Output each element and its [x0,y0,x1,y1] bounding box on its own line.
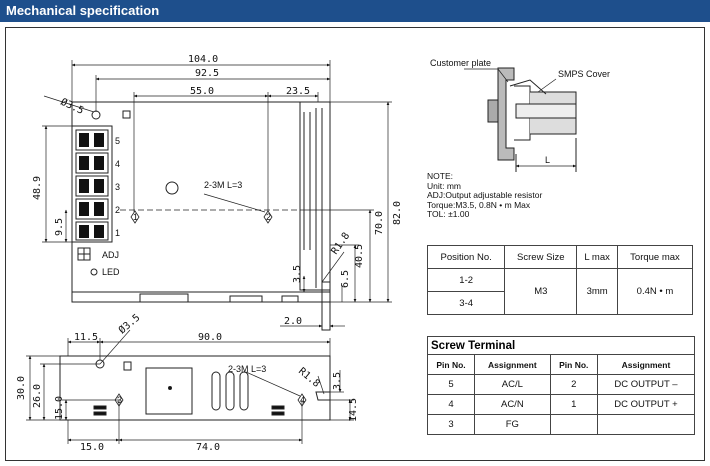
note-block: NOTE: Unit: mm ADJ:Output adjustable res… [427,171,543,220]
assignment-cell: DC OUTPUT – [596,374,694,395]
pin-cell: 3 [428,414,476,434]
note-line: ADJ:Output adjustable resistor [427,190,543,200]
dim-90: 90.0 [198,332,222,343]
screw-terminal-table: Pin No. Assignment Pin No. Assignment 5 … [428,355,694,434]
screw-size-cell: M3 [504,268,578,315]
smps-cover-label: SMPS Cover [558,69,610,79]
note-title: NOTE: [427,171,453,181]
side-view [59,355,331,421]
terminal-number-4: 4 [115,159,120,169]
dim-2-0: 2.0 [284,316,302,327]
pin-cell [549,414,598,434]
dim-r1-8: R1.8 [329,231,352,257]
dim-104: 104.0 [188,54,218,65]
pin-cell: 2 [549,374,598,395]
dim-6-5: 6.5 [340,270,351,288]
marker-1: 1 [133,212,138,222]
l-max-cell: 3mm [576,268,618,315]
screw-note-bottom: 2-3M L=3 [228,364,266,374]
table-header: Position No. [426,245,506,269]
assignment-cell [596,414,694,434]
dim-14-5: 14.5 [348,398,359,422]
pin-cell: 5 [428,374,476,395]
customer-plate-label: Customer plate [430,58,491,68]
table-row: 3 FG [428,414,694,434]
l-label: L [545,155,550,165]
position-cell: 3-4 [426,291,506,315]
table-header: Pin No. [549,355,598,375]
dim-11-5: 11.5 [74,332,98,343]
side-view-dimensions: 11.5 Ø3.5 90.0 30.0 26.0 15.0 15.0 74.0 … [16,312,359,453]
marker-4: 4 [300,395,305,405]
dim-r1-8-b: R1.8 [296,366,322,390]
screw-terminal-title: Screw Terminal [428,337,694,355]
terminal-number-1: 1 [115,228,120,238]
dim-92-5: 92.5 [195,68,219,79]
table-header: Pin No. [428,355,476,375]
dim-15-h: 15.0 [80,442,104,453]
table-header: Assignment [474,355,551,375]
note-line: TOL: ±1.00 [427,209,470,219]
screw-note-top: 2-3M L=3 [204,180,242,190]
dim-30: 30.0 [16,376,27,400]
dim-40-5: 40.5 [354,244,365,268]
dim-26: 26.0 [32,384,43,408]
assignment-cell: AC/N [474,394,551,415]
note-line: Torque:M3.5, 0.8N • m Max [427,199,531,210]
pin-cell: 1 [549,394,598,415]
terminal-block [71,125,113,243]
led-label: LED [102,267,120,277]
assignment-cell: AC/L [474,374,551,395]
pin-cell: 4 [428,394,476,415]
table-header: Screw Size [504,245,578,269]
section-header: Mechanical specification [0,0,710,22]
assignment-cell: DC OUTPUT + [596,394,694,415]
terminal-number-5: 5 [115,136,120,146]
dim-74: 74.0 [196,442,220,453]
table-header-row: Position No. Screw Size L max Torque max [426,245,694,269]
screw-terminal-panel: Screw Terminal Pin No. Assignment Pin No… [427,336,695,435]
dim-23-5: 23.5 [286,86,310,97]
table-row: 1-2 M3 3mm 0.4N • m [426,268,694,315]
position-table: Position No. Screw Size L max Torque max… [426,245,694,315]
dim-hole-3-5-b: Ø3.5 [116,312,142,337]
position-cell: 1-2 [426,268,506,292]
led-indicator [90,268,98,276]
table-header: Torque max [616,245,694,269]
table-header: L max [576,245,618,269]
screw-detail-labels: Customer plate SMPS Cover L [430,58,610,165]
assignment-cell: FG [474,414,551,434]
dim-82: 82.0 [392,201,403,225]
top-view-dimensions: 104.0 92.5 55.0 23.5 Ø3.5 48.9 9.5 82.0 … [32,54,403,327]
marker-2: 2 [266,212,271,222]
section-title: Mechanical specification [6,3,160,18]
torque-cell: 0.4N • m [616,268,694,315]
note-line: Unit: mm [427,180,461,191]
table-header: Assignment [596,355,694,375]
table-row: 3-4 [426,291,693,315]
table-header-row: Pin No. Assignment Pin No. Assignment [428,355,694,375]
mount-hole [91,110,101,120]
dim-70: 70.0 [374,211,385,235]
side-view-body [59,355,331,421]
dim-3-5-b: 3.5 [332,372,343,390]
dim-48-9: 48.9 [32,176,43,200]
screw-detail [464,67,577,172]
drawing-frame [5,27,705,461]
dim-15-v: 15.0 [54,396,65,420]
table-row: 4 AC/N 1 DC OUTPUT + [428,394,694,415]
table-row: 5 AC/L 2 DC OUTPUT – [428,374,694,395]
marker-3: 3 [117,395,122,405]
dim-3-5-side: 3.5 [292,265,303,283]
top-view [71,101,331,331]
dim-9-5: 9.5 [54,218,65,236]
terminal-number-2: 2 [115,205,120,215]
dim-55: 55.0 [190,86,214,97]
adj-label: ADJ [102,250,119,260]
terminal-number-3: 3 [115,182,120,192]
